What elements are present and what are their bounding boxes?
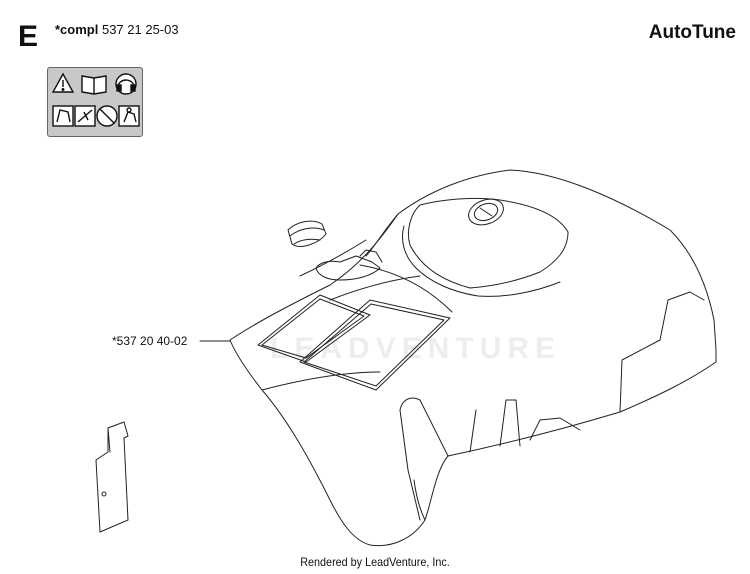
glove-icon (52, 105, 74, 127)
safety-warning-panel (47, 67, 143, 137)
manual-book-icon (81, 75, 107, 95)
part-number-callout: *537 20 40-02 (112, 334, 188, 348)
brand-title: AutoTune (648, 22, 736, 43)
brand-logo-icon (468, 198, 504, 226)
footer-credit: Rendered by LeadVenture, Inc. (300, 555, 450, 569)
side-bracket-part (95, 421, 129, 533)
warning-triangle-icon (51, 72, 75, 93)
cylinder-cover (229, 169, 717, 547)
no-one-handed-icon (96, 105, 118, 127)
ear-protection-icon (115, 73, 137, 95)
rubber-grommet (287, 220, 327, 247)
protective-gear-icon (118, 105, 140, 127)
section-letter: E (18, 20, 39, 53)
compl-part-number: 537 21 25-03 (101, 22, 179, 37)
kickback-icon (74, 105, 96, 127)
complete-assembly-label: *compl 537 21 25-03 (55, 22, 179, 37)
watermark: LEADVENTURE (270, 332, 562, 365)
compl-prefix: *compl (55, 22, 99, 37)
